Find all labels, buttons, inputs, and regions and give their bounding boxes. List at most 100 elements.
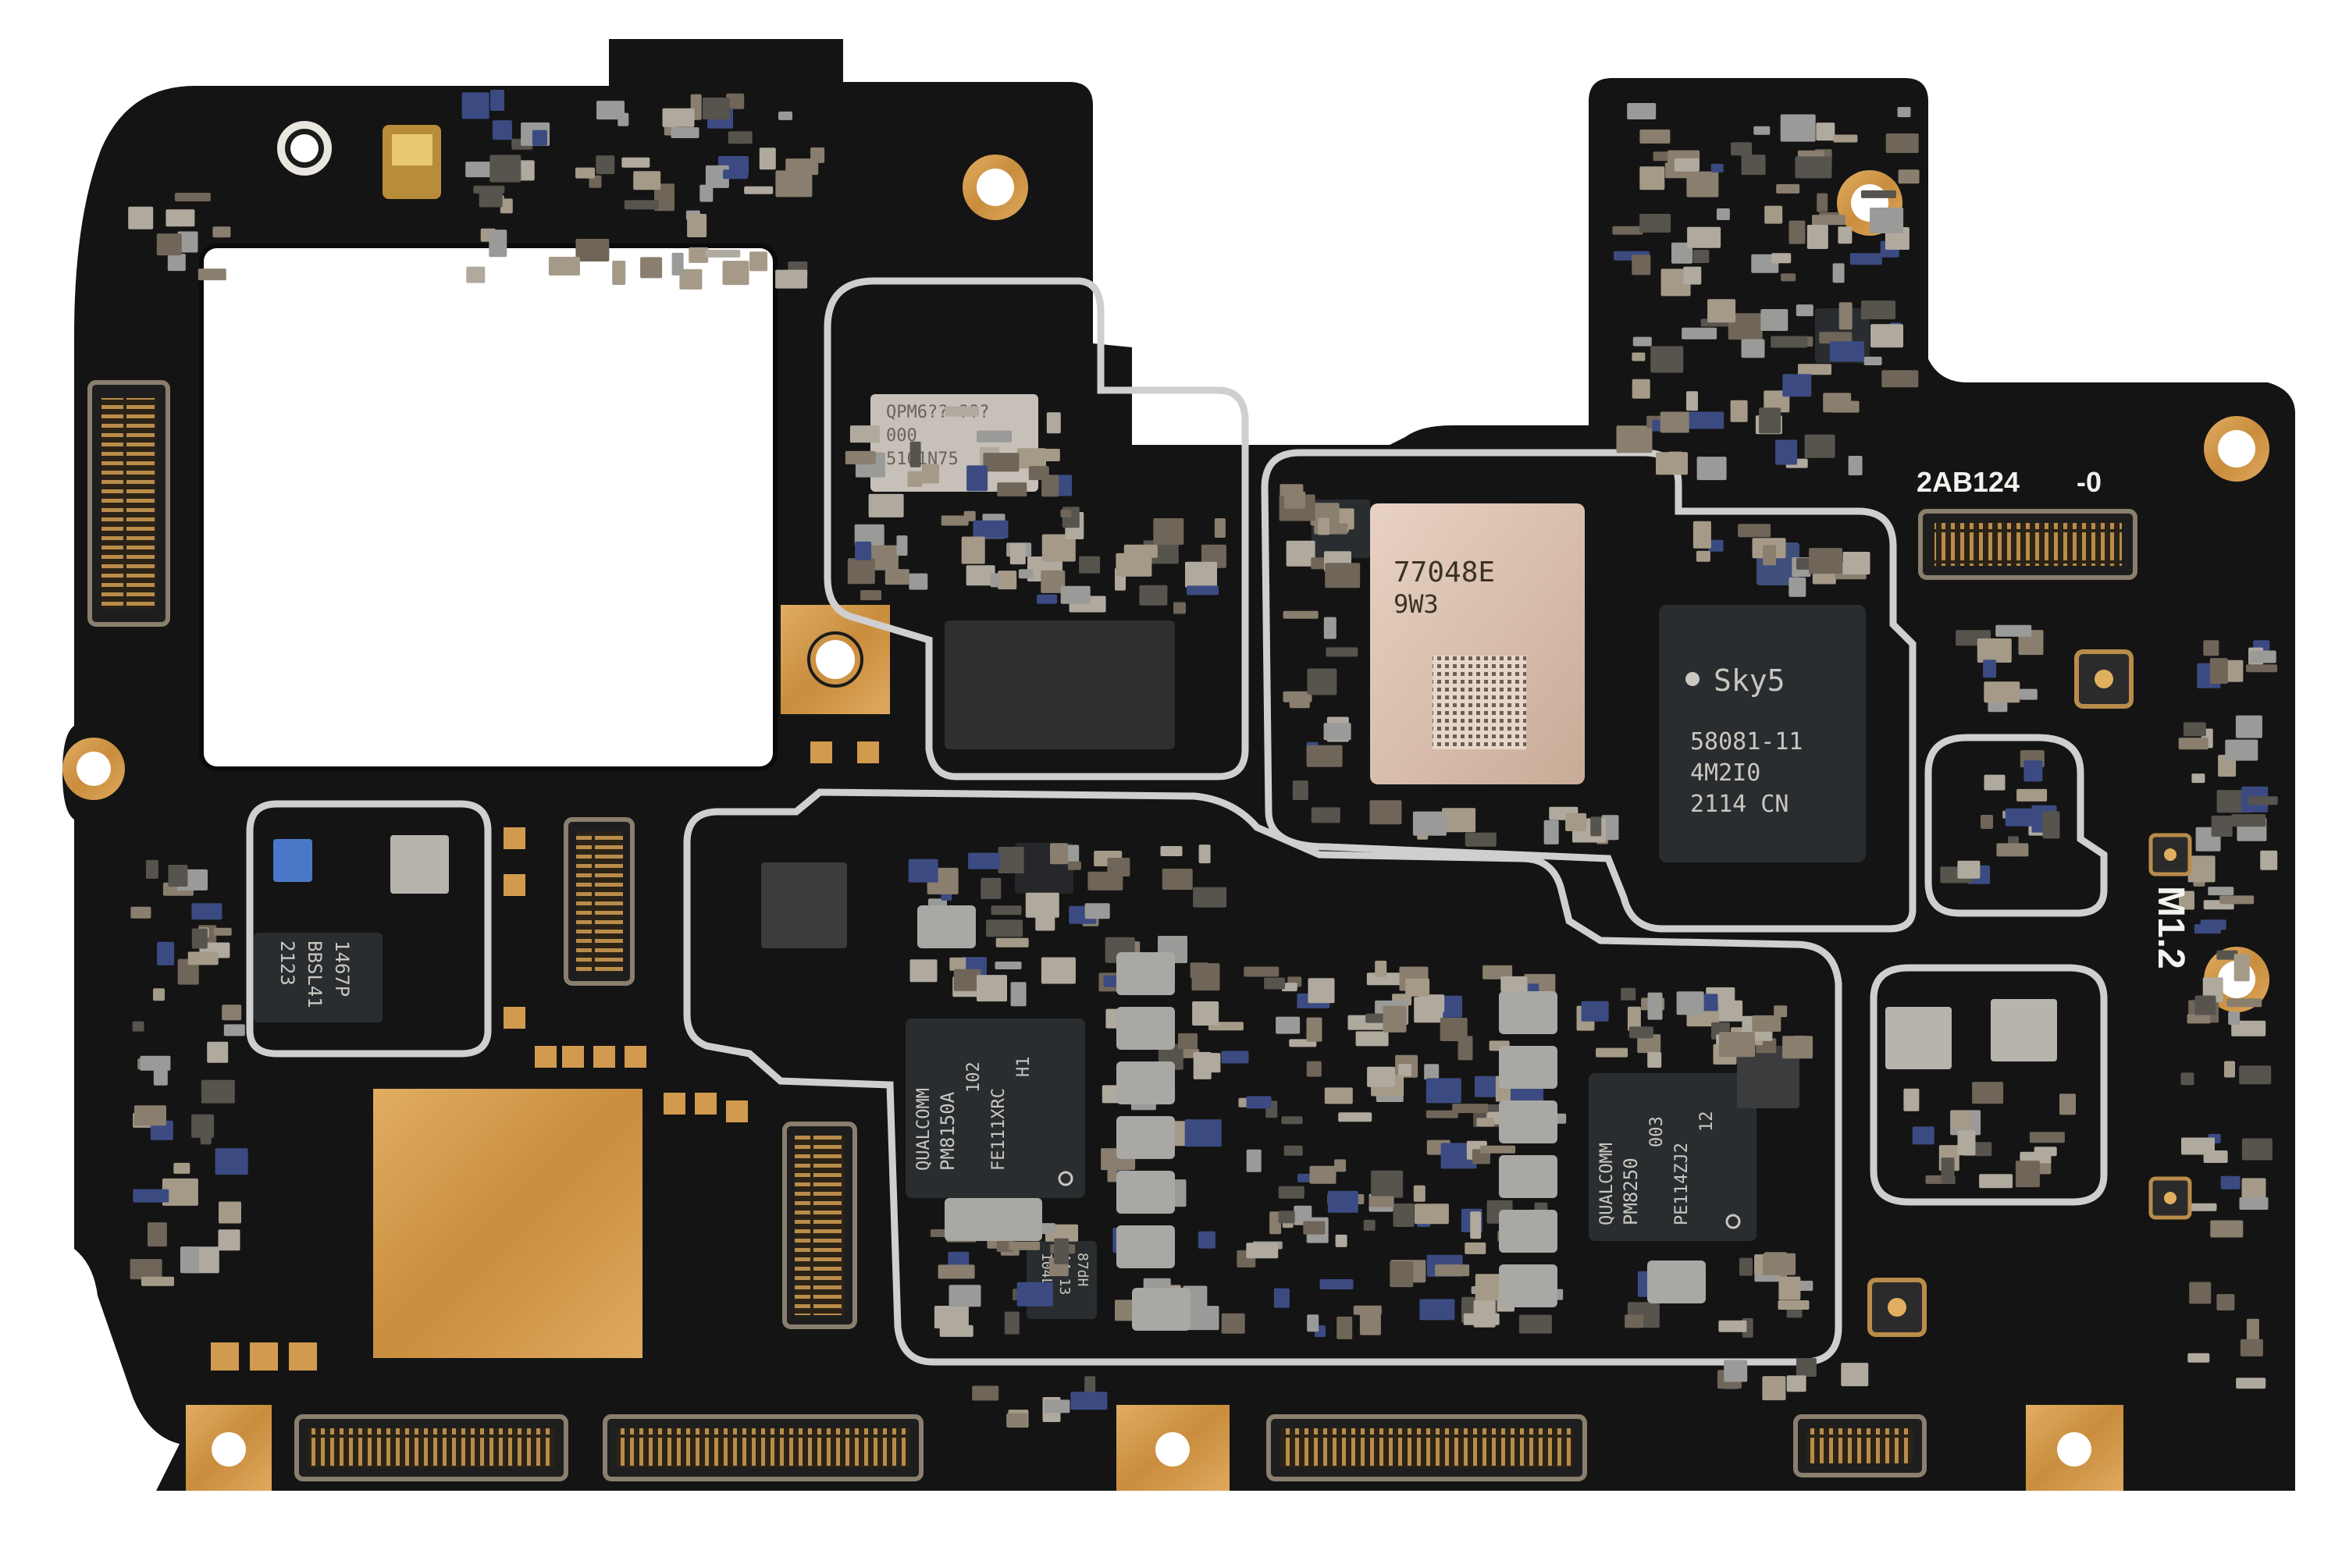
passive-component <box>1308 978 1335 1004</box>
passive-component <box>1283 610 1319 619</box>
passive-component <box>1639 129 1671 144</box>
passive-component <box>145 859 158 879</box>
passive-component <box>465 162 495 178</box>
passive-component <box>1941 1157 1955 1184</box>
passive-component <box>1306 745 1343 767</box>
passive-component <box>1306 1061 1322 1077</box>
passive-component <box>908 859 938 883</box>
passive-component <box>1849 253 1882 265</box>
passive-component <box>1782 374 1812 397</box>
passive-component <box>1153 518 1184 545</box>
passive-component <box>705 249 741 258</box>
passive-component <box>1303 1221 1326 1235</box>
passive-component <box>1323 617 1337 639</box>
passive-component <box>854 524 884 546</box>
passive-component <box>1278 1186 1304 1199</box>
datamatrix-code <box>1433 656 1526 749</box>
passive-component <box>1276 1016 1301 1034</box>
passive-component <box>2019 688 2038 700</box>
passive-component <box>949 1285 981 1307</box>
passive-component <box>744 186 774 194</box>
chip-pm8250-brand: QUALCOMM <box>1597 1143 1617 1225</box>
mounting-hole-square <box>186 1405 272 1491</box>
passive-component <box>2200 919 2226 930</box>
passive-component <box>1046 412 1061 434</box>
passive-component <box>1762 1376 1786 1401</box>
passive-component <box>461 92 489 119</box>
passive-component <box>1897 107 1911 118</box>
passive-component <box>1781 273 1796 282</box>
passive-component <box>966 565 995 586</box>
passive-component <box>1863 357 1882 365</box>
passive-component <box>1309 1165 1337 1184</box>
passive-component <box>1246 1243 1279 1259</box>
passive-component <box>1627 1006 1641 1031</box>
passive-component <box>166 209 195 227</box>
passive-component <box>749 251 767 272</box>
passive-component <box>1789 220 1806 244</box>
chip-pm8150a-text-4: H1 <box>1014 1057 1034 1078</box>
passive-component <box>1335 1234 1347 1247</box>
passive-component <box>1307 1314 1319 1332</box>
passive-component <box>1193 1051 1212 1079</box>
passive-component <box>1359 1311 1381 1335</box>
passive-component <box>2187 1014 2211 1024</box>
inductor <box>1116 1116 1175 1159</box>
passive-component <box>1041 534 1076 562</box>
passive-component <box>1435 1264 1470 1277</box>
passive-component <box>1798 364 1831 375</box>
passive-component <box>640 257 663 279</box>
passive-component <box>1041 570 1066 593</box>
passive-component <box>201 1079 235 1104</box>
chip-bbsl-text-2: BBSL41 <box>304 940 326 1008</box>
passive-component <box>1817 193 1828 212</box>
passive-component <box>1283 1145 1303 1156</box>
passive-component <box>2216 950 2238 960</box>
passive-component <box>1771 253 1792 264</box>
connector-left-vertical <box>87 380 170 627</box>
passive-component <box>1676 991 1704 1015</box>
passive-component <box>1647 992 1663 1020</box>
passive-component <box>977 430 1012 443</box>
passive-component <box>1912 1126 1934 1145</box>
passive-component <box>2015 1161 2040 1188</box>
passive-component <box>689 247 709 263</box>
passive-component <box>1465 1242 1486 1254</box>
passive-component <box>671 252 684 276</box>
passive-component <box>1060 509 1072 517</box>
passive-component <box>1065 844 1080 862</box>
passive-component <box>2236 1378 2266 1389</box>
passive-component <box>466 266 486 283</box>
passive-component <box>1323 723 1351 741</box>
passive-component <box>1776 183 1800 194</box>
passive-component <box>1590 816 1602 837</box>
passive-component <box>1724 1360 1748 1382</box>
passive-component <box>500 198 513 214</box>
inductor <box>1116 1171 1175 1214</box>
inductor <box>1499 1264 1557 1307</box>
passive-component <box>1728 313 1763 340</box>
mounting-hole-square <box>1116 1405 1230 1491</box>
chip-misc <box>1885 1007 1952 1069</box>
chip-pm8250-text-1: PM8250 <box>1620 1157 1642 1225</box>
passive-component <box>1269 1211 1282 1235</box>
inductor <box>1499 1155 1557 1198</box>
passive-component <box>991 905 1022 916</box>
mounting-hole <box>62 738 125 800</box>
passive-component <box>1628 1026 1653 1039</box>
passive-component <box>2231 814 2266 827</box>
inductor <box>1116 1061 1175 1104</box>
passive-component <box>2248 796 2278 805</box>
passive-component <box>1412 811 1447 836</box>
passive-component <box>1079 556 1101 574</box>
passive-component <box>1796 1358 1817 1377</box>
shield-top-left <box>824 277 1249 780</box>
passive-component <box>1414 1204 1449 1225</box>
chip-bbsl-text-3: 1467P <box>331 940 353 997</box>
passive-component <box>1804 434 1835 458</box>
passive-component <box>1984 774 2006 791</box>
chip-pm8150a-text-3: FE111XRC <box>989 1088 1009 1171</box>
connector-bottom-2 <box>603 1414 924 1481</box>
passive-component <box>1838 302 1853 330</box>
passive-component <box>1625 1314 1644 1328</box>
